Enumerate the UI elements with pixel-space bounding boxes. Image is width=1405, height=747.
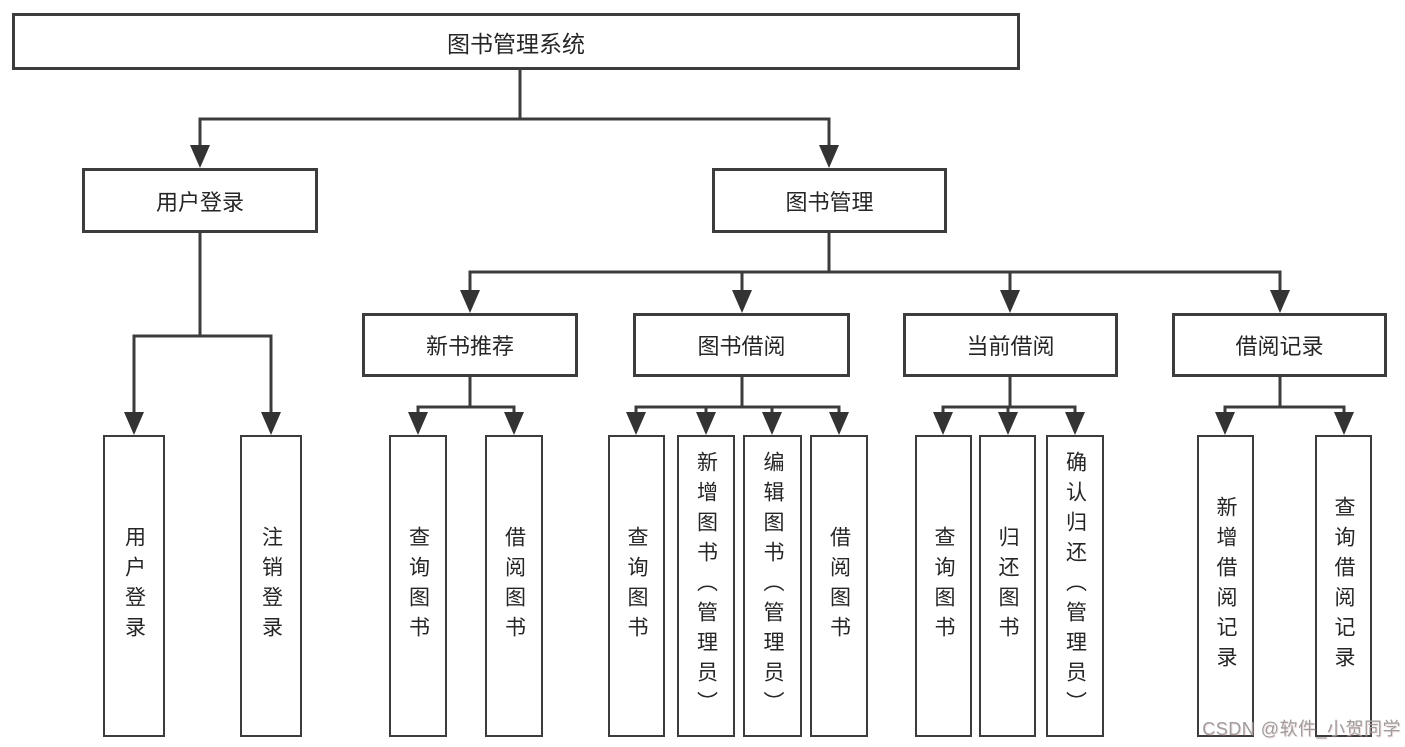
arrow-down-icon (1334, 412, 1354, 435)
leaf-query-books-recommend: 查询图书 (389, 435, 447, 737)
arrow-down-icon (1000, 290, 1020, 313)
arrow-down-icon (408, 412, 428, 435)
arrow-down-icon (933, 412, 953, 435)
node-label: 新书推荐 (425, 334, 514, 359)
node-borrow-records: 借阅记录 (1172, 313, 1387, 377)
leaf-confirm-return-admin: 确认归还（管理员） (1046, 435, 1104, 737)
node-label: 借阅图书 (827, 526, 851, 646)
arrow-down-icon (124, 412, 144, 435)
arrow-down-icon (732, 290, 752, 313)
node-book-management-branch: 图书管理 (712, 168, 947, 233)
node-root-system: 图书管理系统 (12, 13, 1020, 70)
leaf-query-borrow-record: 查询借阅记录 (1315, 435, 1372, 737)
leaf-edit-book-admin: 编辑图书（管理员） (743, 435, 802, 737)
arrow-down-icon (696, 412, 716, 435)
arrow-down-icon (1215, 412, 1235, 435)
csdn-watermark: CSDN @软件_小贺同学 (1202, 719, 1401, 739)
arrow-down-icon (829, 412, 849, 435)
leaf-query-books-current: 查询图书 (915, 435, 972, 737)
arrow-down-icon (460, 290, 480, 313)
node-label: 新增借阅记录 (1214, 496, 1237, 676)
leaf-query-books-borrow: 查询图书 (608, 435, 665, 737)
leaf-add-book-admin: 新增图书（管理员） (677, 435, 735, 737)
arrow-down-icon (1270, 290, 1290, 313)
arrow-down-icon (504, 412, 524, 435)
arrow-down-icon (261, 412, 281, 435)
leaf-add-borrow-record: 新增借阅记录 (1197, 435, 1254, 737)
connector-book-borrow-to-leaves (626, 375, 849, 435)
leaf-user-login: 用户登录 (103, 435, 165, 737)
node-label: 图书借阅 (697, 334, 786, 359)
node-label: 图书管理 (785, 189, 874, 215)
connector-book-management-to-modules (460, 231, 1290, 313)
node-label: 注销登录 (259, 526, 283, 646)
node-label: 借阅图书 (502, 526, 526, 646)
arrow-down-icon (762, 412, 782, 435)
connector-user-login-to-leaves (124, 231, 281, 435)
connector-current-borrow-to-leaves (933, 375, 1085, 435)
arrow-down-icon (1065, 412, 1085, 435)
node-current-borrow: 当前借阅 (903, 313, 1118, 377)
connector-root-to-branches (190, 68, 839, 168)
node-label: 查询图书 (406, 526, 430, 646)
node-new-book-recommend: 新书推荐 (362, 313, 578, 377)
node-user-login-branch: 用户登录 (82, 168, 318, 233)
leaf-logout: 注销登录 (240, 435, 302, 737)
node-label: 查询借阅记录 (1332, 496, 1355, 676)
node-label: 查询图书 (932, 526, 955, 646)
connector-borrow-records-to-leaves (1215, 375, 1354, 435)
node-label: 查询图书 (625, 526, 648, 646)
node-label: 用户登录 (122, 526, 146, 646)
node-label: 借阅记录 (1235, 334, 1324, 359)
arrow-down-icon (819, 145, 839, 168)
arrow-down-icon (190, 145, 210, 168)
node-label: 确认归还（管理员） (1063, 451, 1087, 721)
node-label: 用户登录 (155, 189, 244, 215)
arrow-down-icon (626, 412, 646, 435)
node-label: 归还图书 (996, 526, 1019, 646)
node-label: 图书管理系统 (447, 30, 585, 57)
leaf-borrow-books: 借阅图书 (810, 435, 868, 737)
node-label: 当前借阅 (966, 334, 1055, 359)
node-book-borrow: 图书借阅 (633, 313, 850, 377)
connector-new-book-recommend-to-leaves (408, 375, 524, 435)
leaf-return-book: 归还图书 (979, 435, 1036, 737)
arrow-down-icon (998, 412, 1018, 435)
node-label: 编辑图书（管理员） (761, 451, 784, 721)
node-label: 新增图书（管理员） (694, 451, 718, 721)
leaf-borrow-books-recommend: 借阅图书 (485, 435, 543, 737)
